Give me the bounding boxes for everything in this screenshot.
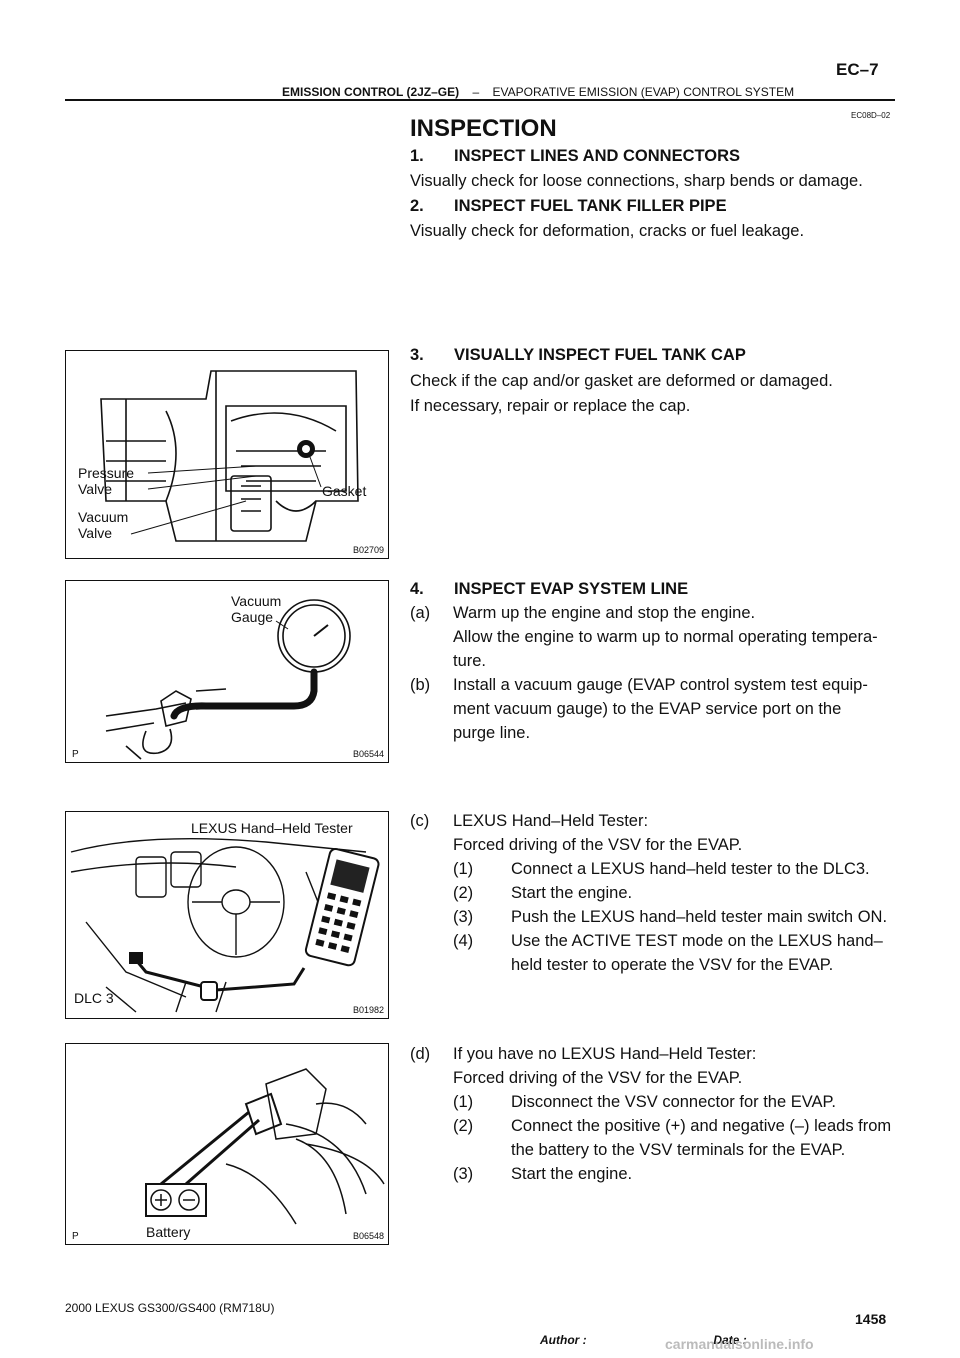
figure-p-mark: P: [72, 749, 79, 760]
figure-p-mark: P: [72, 1231, 79, 1242]
substep-a-line-3: ture.: [453, 652, 487, 670]
header-separator: –: [472, 85, 480, 99]
author-label: Author :: [540, 1333, 587, 1347]
vacuum-valve-callout: Vacuum Valve: [78, 509, 129, 541]
running-header: EMISSION CONTROL (2JZ–GE) – EVAPORATIVE …: [282, 85, 794, 99]
figure-code: B01982: [352, 1005, 384, 1015]
step-3-body-line-2: If necessary, repair or replace the cap.: [410, 397, 691, 415]
step-number: 2.: [410, 197, 424, 215]
fuel-tank-cap-illustration: [100, 370, 359, 542]
model-info: 2000 LEXUS GS300/GS400 (RM718U): [65, 1301, 275, 1315]
tester-callout: LEXUS Hand–Held Tester: [191, 820, 353, 836]
figure-code: B02709: [352, 545, 384, 555]
step-2-heading: 2. INSPECT FUEL TANK FILLER PIPE: [410, 197, 727, 216]
substep-c-line-2: Forced driving of the VSV for the EVAP.: [453, 836, 743, 854]
page-reference: EC–7: [836, 60, 879, 79]
battery-callout: Battery: [146, 1224, 191, 1240]
dlc3-callout: DLC 3: [74, 990, 114, 1006]
hand-held-tester-illustration: [70, 837, 380, 1013]
substep-b-line-3: purge line.: [453, 724, 531, 742]
vacuum-gauge-illustration: [105, 599, 351, 760]
step-1-heading: 1. INSPECT LINES AND CONNECTORS: [410, 147, 740, 166]
battery-box: [145, 1183, 207, 1217]
battery-vsv-illustration: [145, 1068, 385, 1225]
step-title: VISUALLY INSPECT FUEL TANK CAP: [454, 346, 746, 364]
gasket-ring: [297, 440, 315, 458]
step-title: INSPECT LINES AND CONNECTORS: [454, 147, 741, 165]
tester-device: [304, 848, 380, 967]
step-title: INSPECT EVAP SYSTEM LINE: [454, 580, 689, 598]
step-title: INSPECT FUEL TANK FILLER PIPE: [454, 197, 727, 215]
section-title: INSPECTION: [410, 115, 557, 142]
figure-vacuum-gauge: Vacuum Gauge P B06544: [65, 580, 389, 763]
step-number: 3.: [410, 346, 424, 364]
substep-d-line-2: Forced driving of the VSV for the EVAP.: [453, 1069, 743, 1087]
page-number: 1458: [855, 1311, 887, 1327]
step-2-body: Visually check for deformation, cracks o…: [410, 222, 805, 240]
figure-code: B06548: [352, 1231, 384, 1241]
step-number: 1.: [410, 147, 424, 165]
pressure-valve-callout: Pressure Valve: [78, 465, 135, 497]
figure-code: B06544: [352, 749, 384, 759]
step-1-body: Visually check for loose connections, sh…: [410, 172, 863, 190]
figure-battery-vsv: Battery P B06548: [65, 1043, 389, 1245]
header-rule: [65, 99, 895, 101]
document-code: EC08D–02: [851, 111, 891, 120]
substep-b-line-2: ment vacuum gauge) to the EVAP service p…: [453, 700, 842, 718]
substep-d-2-line-2: the battery to the VSV terminals for the…: [511, 1141, 846, 1159]
substep-a-line-2: Allow the engine to warm up to normal op…: [453, 628, 878, 646]
step-4-heading: 4. INSPECT EVAP SYSTEM LINE: [410, 580, 688, 599]
step-3-heading: 3. VISUALLY INSPECT FUEL TANK CAP: [410, 346, 746, 365]
watermark: carmanualsonline.info: [665, 1336, 814, 1352]
step-3-body-line-1: Check if the cap and/or gasket are defor…: [410, 372, 833, 390]
subsection-name: EVAPORATIVE EMISSION (EVAP) CONTROL SYST…: [492, 85, 795, 99]
gasket-callout: Gasket: [322, 483, 367, 499]
date-label: Date :: [713, 1333, 747, 1347]
figure-fuel-tank-cap: Pressure Valve Vacuum Valve Gasket B0270…: [65, 350, 389, 559]
section-name: EMISSION CONTROL (2JZ–GE): [282, 85, 460, 99]
substep-c-4-line-2: held tester to operate the VSV for the E…: [511, 956, 834, 974]
vacuum-gauge-callout: Vacuum Gauge: [231, 593, 282, 625]
figure-hand-held-tester: LEXUS Hand–Held Tester DLC 3 B01982: [65, 811, 389, 1019]
step-number: 4.: [410, 580, 424, 598]
author-date-line: Author : Date :: [540, 1333, 747, 1347]
